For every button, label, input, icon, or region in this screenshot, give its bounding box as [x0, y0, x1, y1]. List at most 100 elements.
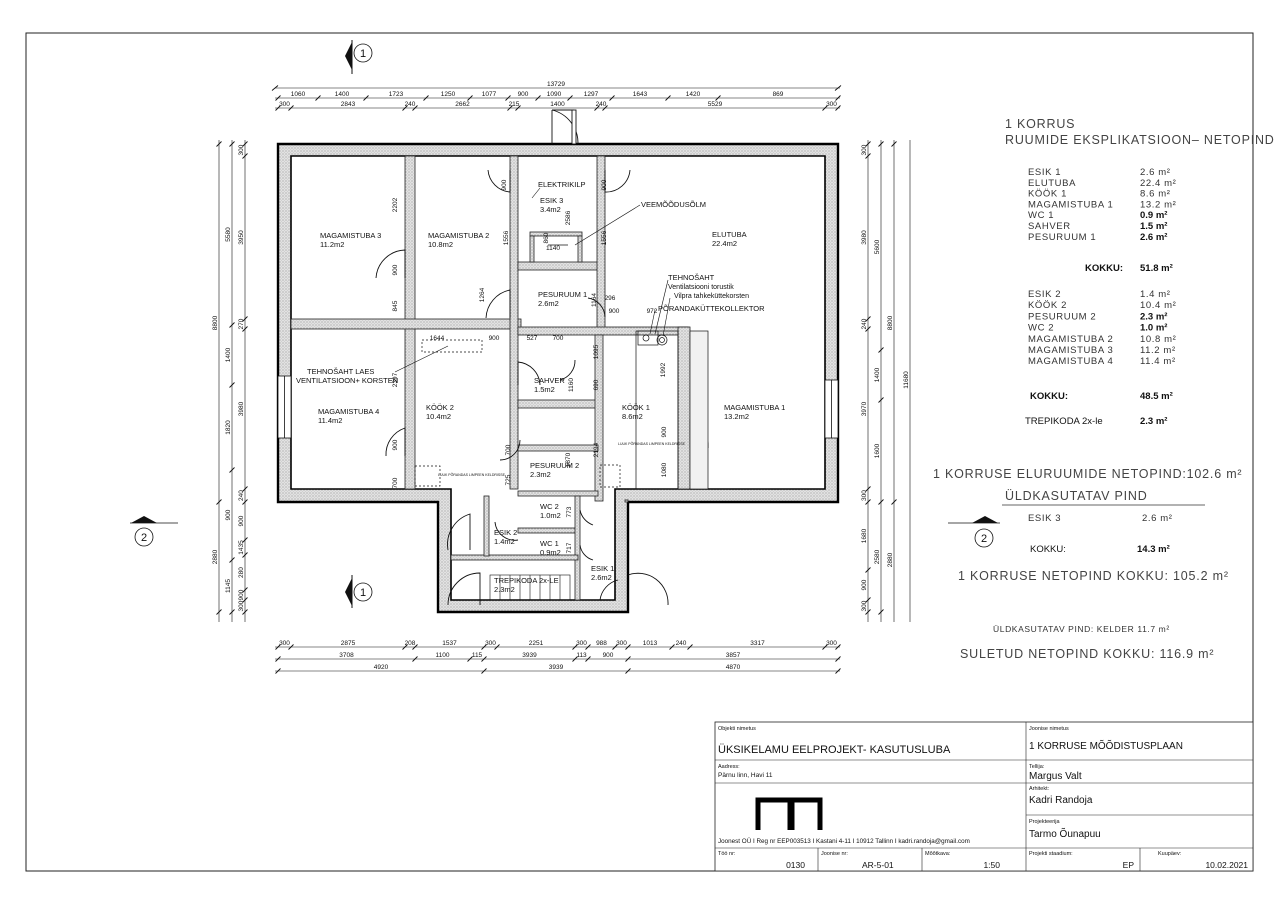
dimension-value: 300 [238, 144, 245, 155]
dimension-value: 300 [826, 101, 837, 108]
dimension-value: 115 [472, 652, 483, 659]
room-area: 10.4m2 [426, 412, 451, 421]
dimension-value: 300 [238, 600, 245, 611]
room-area: 2.6m2 [591, 573, 612, 582]
dimension-value: 240 [596, 101, 607, 108]
expl-room-name: ESIK 2 [1028, 289, 1061, 300]
tb-projekteerija: Tarmo Õunapuu [1029, 827, 1101, 840]
expl-room-value: 1.5 m² [1140, 221, 1167, 232]
section-label: 1 [360, 48, 366, 60]
tb-joonise-label: Joonise nimetus [1029, 726, 1069, 732]
dimension-value: 8800 [212, 315, 219, 330]
inner-dimension: 700 [505, 444, 512, 455]
tb-objekti-label: Objekti nimetus [718, 726, 756, 732]
tb-arhitekt-label: Arhitekt: [1029, 786, 1050, 792]
expl-room-name: WC 2 [1028, 323, 1054, 334]
expl-room-name: KÖÖK 2 [1028, 300, 1067, 311]
label-luuk-2: LUUK PÕRANDAS LIMPEEN KELDRISSE [618, 441, 686, 446]
expl-room-value: 2.3 m² [1140, 311, 1167, 322]
tb-mootkava: 1:50 [983, 860, 1000, 870]
dimension-value: 1400 [874, 367, 881, 382]
dimension-value: 1420 [686, 91, 701, 98]
room-area: 1.5m2 [534, 385, 555, 394]
expl-room-name: MAGAMISTUBA 4 [1028, 356, 1113, 367]
dimension-value: 11680 [903, 371, 910, 389]
inner-dimension: 527 [527, 335, 538, 342]
expl-room-name: MAGAMISTUBA 2 [1028, 334, 1113, 345]
expl-room-value: 1.4 m² [1140, 289, 1171, 300]
room-name: MAGAMISTUBA 4 [318, 407, 379, 416]
expl-esik3-value: 2.6 m² [1142, 513, 1173, 524]
expl-netopind-kokku: 1 KORRUSE NETOPIND KOKKU: 105.2 m² [958, 569, 1229, 583]
section-label: 2 [141, 532, 147, 544]
section-marker-2-right: 2 [948, 516, 1000, 548]
dimension-value: 300 [861, 600, 868, 611]
label-tehnosaht-laes: TEHNOŠAHT LAES [307, 367, 374, 376]
inner-dimension: 725 [505, 474, 512, 485]
expl-kokku-1-label: KOKKU: [1085, 263, 1123, 274]
room-area: 11.4m2 [318, 416, 342, 425]
room-name: ESIK 1 [591, 564, 614, 573]
fixtures [414, 244, 709, 490]
dimension-value: 1435 [238, 540, 245, 555]
dimension-value: 280 [238, 567, 245, 578]
inner-dimension: 900 [392, 264, 399, 275]
tb-mootkava-label: Mõõtkava: [925, 851, 951, 857]
dimension-value: 300 [279, 640, 290, 647]
dimension-value: 869 [773, 91, 784, 98]
expl-esik3-name: ESIK 3 [1028, 513, 1061, 524]
tb-staadium: EP [1123, 860, 1135, 870]
dimension-value: 4870 [726, 664, 741, 671]
inner-dimension: 845 [392, 300, 399, 311]
label-ventilatsioon-korsten: VENTILATSIOON+ KORSTEN [296, 376, 398, 385]
tb-too-label: Töö nr: [718, 851, 736, 857]
inner-dimension: 690 [593, 379, 600, 390]
expl-trepikoda-value: 2.3 m² [1140, 416, 1167, 427]
section-label: 1 [360, 587, 366, 599]
inner-dimension: 900 [392, 439, 399, 450]
inner-dimension: 1644 [430, 335, 445, 342]
dimension-value: 300 [861, 144, 868, 155]
expl-room-value: 11.2 m² [1140, 345, 1176, 356]
inner-dimension: 2194 [593, 442, 600, 457]
expl-room-name: MAGAMISTUBA 1 [1028, 199, 1113, 210]
inner-dimension: 900 [501, 179, 508, 190]
expl-eluruumide-netopind: 1 KORRUSE ELURUUMIDE NETOPIND:102.6 m² [933, 467, 1242, 481]
expl-room-name: KÖÖK 1 [1028, 189, 1067, 200]
dimension-value: 1537 [442, 640, 457, 647]
dimension-value: 8800 [887, 315, 894, 330]
dimension-ticks [216, 85, 897, 674]
dimension-value: 208 [405, 640, 416, 647]
expl-room-name: PESURUUM 2 [1028, 311, 1096, 322]
inner-dimension: 296 [605, 295, 616, 302]
expl-room-value: 10.4 m² [1140, 300, 1176, 311]
dimension-value: 1090 [547, 91, 562, 98]
room-name: KÖÖK 2 [426, 403, 454, 412]
inner-dimension: 1556 [503, 230, 510, 245]
dimension-value: 113 [576, 652, 587, 659]
dimension-value: 1100 [436, 652, 450, 659]
dimension-value: 3857 [726, 652, 741, 659]
inner-dimension: 1080 [661, 462, 668, 477]
dimension-value: 3980 [861, 230, 868, 245]
inner-dimension: 700 [553, 335, 564, 342]
expl-room-value: 1.0 m² [1140, 323, 1167, 334]
label-porandakutte: PÕRANDAKÜTTEKOLLEKTOR [658, 304, 765, 313]
dimension-value: 300 [576, 640, 587, 647]
room-name: PESURUUM 2 [530, 461, 579, 470]
expl-room-value: 2.6 m² [1140, 232, 1167, 243]
inner-dimension: 2202 [392, 197, 399, 212]
dimension-value: 5529 [708, 101, 723, 108]
expl-room-value: 13.2 m² [1140, 199, 1176, 210]
tb-joonise-nr-label: Joonise nr: [821, 851, 848, 857]
label-luuk-1: LUUK PÕRANDAS LIMPEEN KELDRISSE [438, 472, 506, 477]
expl-kokku-1-value: 51.8 m² [1140, 263, 1173, 274]
explication-panel: 1 KORRUS RUUMIDE EKSPLIKATSIOON– NETOPIN… [933, 117, 1274, 661]
expl-group-2: ESIK 2 1.4 m² KÖÖK 2 10.4 m² PESURUUM 2 2.3 m… [1028, 289, 1176, 367]
tb-too: 0130 [786, 860, 805, 870]
dimension-value: 300 [861, 490, 868, 501]
